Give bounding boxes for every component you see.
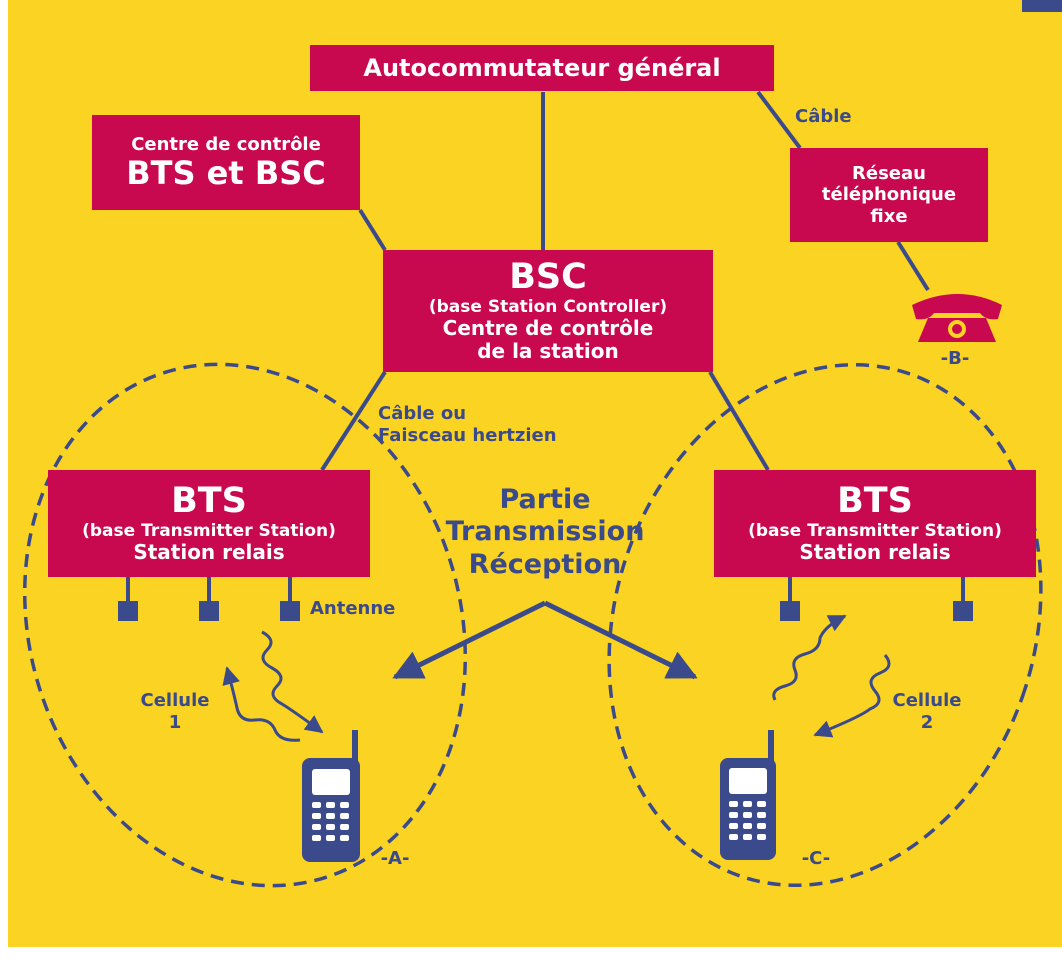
cell-2-line1: Cellule [892, 690, 962, 711]
cell-1-line1: Cellule [140, 690, 210, 711]
bts-right-box: BTS (base Transmitter Station) Station r… [714, 470, 1036, 577]
bts-right-title: BTS [837, 481, 913, 522]
fixed-network-line3: fixe [870, 205, 908, 227]
antenna-icon [280, 577, 300, 621]
antenna-label: Antenne [310, 598, 396, 619]
cell-2-line2: 2 [920, 711, 934, 733]
bsc-bts-left-link [320, 370, 387, 472]
radio-wave-icon [222, 666, 301, 742]
transmission-line3: Réception [468, 548, 622, 580]
arrow-to-cell-2 [543, 600, 698, 680]
transmission-arrows [392, 600, 698, 680]
bts-right-line2: Station relais [799, 539, 951, 564]
fixed-network-line1: Réseau [852, 163, 926, 185]
fixed-network-box: Réseau téléphonique fixe [790, 148, 988, 242]
cell-1-boundary [22, 362, 468, 888]
exchange-network-link [756, 90, 802, 150]
mobile-phone-icon [720, 730, 776, 860]
exchange-label: Autocommutateur général [363, 53, 721, 82]
cable-or-radio-line2: Faisceau hertzien [378, 424, 557, 446]
bts-left-title: BTS [171, 481, 247, 522]
antenna-icon [199, 577, 219, 621]
antenna-icon [780, 577, 800, 621]
network-phone-link [896, 240, 930, 292]
bts-left-line1: (base Transmitter Station) [82, 520, 336, 541]
cell-2-label: Cellule 2 [882, 690, 972, 733]
radio-wave-icon [261, 630, 324, 734]
fixed-network-line2: téléphonique [821, 184, 957, 206]
bsc-line3: de la station [477, 339, 619, 364]
phone-a-label: -A- [380, 848, 410, 869]
bsc-line1: (base Station Controller) [428, 296, 668, 317]
cable-or-radio-line1: Câble ou [378, 403, 467, 424]
phone-b-label: -B- [940, 348, 970, 369]
control-center-line2: BTS et BSC [126, 153, 326, 192]
control-bsc-link [358, 208, 387, 252]
control-center-box: Centre de contrôle BTS et BSC [92, 115, 360, 210]
antenna-icon [953, 577, 973, 621]
cell-2-boundary [607, 362, 1043, 888]
transmission-line1: Partie [499, 484, 591, 515]
transmission-line2: Transmission [445, 516, 645, 548]
radio-wave-icon [813, 654, 891, 738]
arrow-to-cell-1 [392, 600, 547, 680]
transmission-label: Partie Transmission Réception [425, 484, 665, 581]
exchange-box: Autocommutateur général [310, 45, 774, 91]
bsc-box: BSC (base Station Controller) Centre de … [383, 250, 713, 372]
phone-c-label: -C- [801, 848, 831, 869]
bts-right-line1: (base Transmitter Station) [748, 520, 1002, 541]
radio-wave-icon [772, 614, 847, 701]
bsc-line2: Centre de contrôle [442, 315, 654, 340]
bsc-title: BSC [509, 257, 587, 298]
cable-or-radio-label: Câble ou Faisceau hertzien [378, 403, 598, 446]
corner-tab [1022, 0, 1062, 12]
cell-1-line2: 1 [168, 711, 182, 733]
antenna-icon [118, 577, 138, 621]
bsc-bts-right-link [708, 370, 770, 472]
cell-1-label: Cellule 1 [130, 690, 220, 733]
telephone-icon [912, 294, 1002, 342]
bts-left-line2: Station relais [133, 539, 285, 564]
cable-label: Câble [795, 106, 852, 127]
connection-lines [320, 90, 930, 472]
control-center-line1: Centre de contrôle [131, 134, 321, 156]
bts-left-box: BTS (base Transmitter Station) Station r… [48, 470, 370, 577]
mobile-phone-icon [302, 730, 360, 862]
